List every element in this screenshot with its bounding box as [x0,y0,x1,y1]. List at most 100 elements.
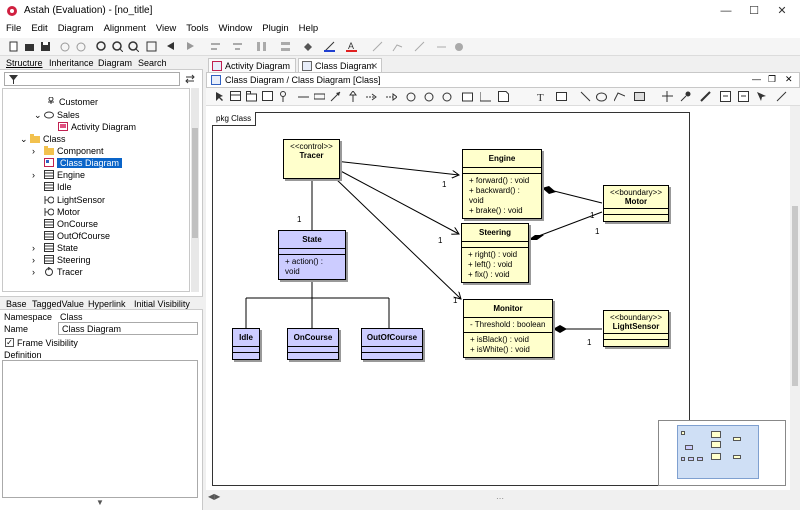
object-tool-icon[interactable] [424,91,435,102]
chevron-right-icon[interactable]: › [32,170,35,180]
frame-visibility-checkbox[interactable]: ✓ [5,338,14,347]
tab-diagram[interactable]: Diagram [98,58,133,68]
rectangle-tool-icon[interactable] [556,91,567,102]
line-style2-icon[interactable] [392,41,403,52]
pen-tool-icon[interactable] [700,91,711,102]
package-tool-icon[interactable] [246,91,257,102]
tab-search[interactable]: Search [138,58,167,68]
tab-inheritance[interactable]: Inheritance [49,58,94,68]
chevron-down-icon[interactable]: ▼ [96,498,104,507]
distribute-v-icon[interactable] [280,41,291,52]
tab-activity-diagram[interactable]: Activity Diagram [208,58,296,72]
tree-item-tracer[interactable]: ›Tracer [32,266,83,278]
note-tool-icon[interactable] [498,91,509,102]
tree-item-sales[interactable]: ⌄Sales [34,109,80,121]
tab-hyperlink[interactable]: Hyperlink [88,299,126,309]
forward-icon[interactable] [184,41,195,52]
maximize-button[interactable]: ☐ [749,5,759,17]
overview-minimap[interactable] [658,420,786,486]
polyline-tool-icon[interactable] [614,91,625,102]
class-motor[interactable]: <<boundary>>Motor [603,185,669,222]
chevron-right-icon[interactable]: › [32,267,35,277]
tree-item-class[interactable]: ⌄Class [20,133,66,145]
class-tool-icon[interactable] [230,91,241,102]
line-tool-icon[interactable] [580,91,591,102]
shape-style-icon[interactable] [454,41,465,52]
align-icon[interactable] [210,41,221,52]
tab-class-diagram[interactable]: Class Diagram✕ [298,58,382,72]
tree-filter-input[interactable] [4,72,180,86]
generalization-tool-icon[interactable] [348,91,359,102]
link-tool-icon[interactable] [442,91,453,102]
dependency-tool-icon[interactable] [366,91,377,102]
undo-icon[interactable] [60,41,71,52]
class-outofcourse[interactable]: OutOfCourse [361,328,423,360]
fill-color-icon[interactable] [302,41,313,52]
realization-tool-icon[interactable] [386,91,397,102]
association-tool-icon[interactable] [298,91,309,102]
tree-item-lightsensor[interactable]: LightSensor [44,194,105,206]
tree-item-outofcourse[interactable]: OutOfCourse [44,230,110,242]
collapse-tool-icon[interactable] [662,91,673,102]
tree-item-idle[interactable]: Idle [44,181,72,193]
scroll-arrows-icon[interactable]: ◀▶ [208,492,221,501]
menu-alignment[interactable]: Alignment [103,23,146,34]
menu-plugin[interactable]: Plugin [262,23,289,34]
line-color-icon[interactable] [324,41,335,52]
canvas-horizontal-scrollbar[interactable]: ◀▶ ⋯ [206,490,800,510]
class-steering[interactable]: Steering + right() : void+ left() : void… [461,223,529,283]
menu-help[interactable]: Help [298,23,319,34]
tab-structure[interactable]: Structure [6,58,43,68]
chevron-right-icon[interactable]: › [32,243,35,253]
class-oncourse[interactable]: OnCourse [287,328,339,360]
align-center-icon[interactable] [232,41,243,52]
assoc-tracer-steering[interactable] [334,167,459,234]
definition-textarea[interactable] [2,360,198,498]
class-state[interactable]: State + action() : void [278,230,346,280]
menu-tools[interactable]: Tools [186,23,209,34]
navigate-tool-icon[interactable] [756,91,767,102]
tree-item-component[interactable]: ›Component [32,145,104,157]
tree-scrollbar[interactable] [191,88,199,292]
minimize-button[interactable]: — [720,5,732,17]
sync-icon[interactable] [184,73,196,85]
composition-tool-icon[interactable] [330,91,341,102]
zoom-in-icon[interactable] [112,41,123,52]
tree-item-customer[interactable]: Customer [46,96,98,108]
assoc-tracer-monitor[interactable] [334,177,461,299]
ellipse-tool-icon[interactable] [596,91,607,102]
chevron-right-icon[interactable]: › [32,146,35,156]
menu-view[interactable]: View [155,23,177,34]
tree-item-state[interactable]: ›State [32,242,78,254]
close-tab-icon[interactable]: ✕ [370,61,378,71]
image-tool-icon[interactable] [634,91,645,102]
class-engine[interactable]: Engine + forward() : void+ backward() : … [462,149,542,219]
zoom-out-icon[interactable] [128,41,139,52]
lollipop-tool-icon[interactable] [278,91,289,102]
class-lightsensor[interactable]: <<boundary>>LightSensor [603,310,669,347]
line-style4-icon[interactable] [436,41,447,52]
class-idle[interactable]: Idle [232,328,260,360]
open-folder-icon[interactable] [24,41,35,52]
tree-item-oncourse[interactable]: OnCourse [44,218,98,230]
tree-item-class-diagram[interactable]: Class Diagram [44,157,123,169]
chevron-down-icon[interactable]: ⌄ [34,110,42,120]
name-field[interactable]: Class Diagram [58,322,198,335]
tree-item-motor[interactable]: Motor [44,206,80,218]
fit-window-icon[interactable] [146,41,157,52]
close-button[interactable]: ✕ [777,5,787,17]
menu-file[interactable]: File [6,23,22,34]
canvas-vertical-scrollbar[interactable] [790,106,800,490]
distribute-icon[interactable] [256,41,267,52]
class-monitor[interactable]: Monitor - Threshold : boolean + isBlack(… [463,299,553,358]
resize-grip-icon[interactable]: ⋯ [496,494,504,503]
chevron-right-icon[interactable]: › [32,255,35,265]
tree-item-steering[interactable]: ›Steering [32,254,91,266]
note-anchor-tool-icon[interactable] [480,91,491,102]
new-file-icon[interactable] [8,41,19,52]
line-style-icon[interactable] [372,41,383,52]
tree-item-activity-diagram[interactable]: Activity Diagram [58,121,136,133]
export-tool-icon[interactable] [738,91,749,102]
aggregation-tool-icon[interactable] [314,91,325,102]
tree-item-engine[interactable]: ›Engine [32,169,85,181]
